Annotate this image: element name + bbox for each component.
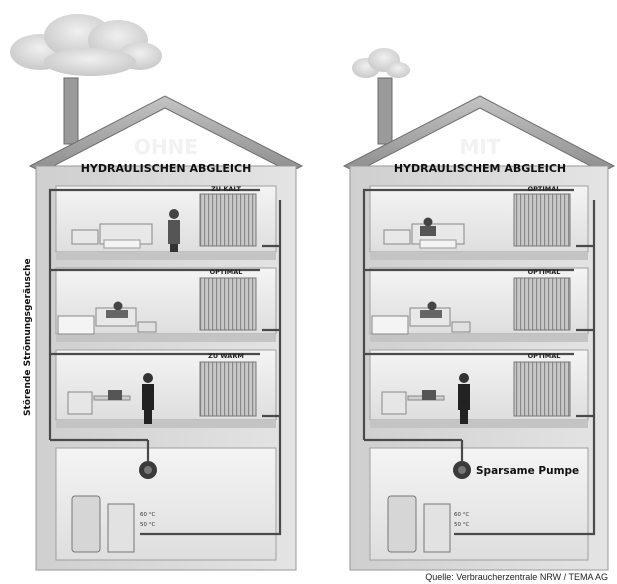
radiator [200,362,256,416]
boiler [424,504,450,552]
smoke-cloud-large [10,14,162,76]
chimney [64,78,78,144]
label-floor-3: OPTIMAL [528,352,561,360]
title-without: OHNE [134,135,198,159]
pump-icon [453,461,471,479]
temp-return: 50 °C [454,522,469,528]
label-floor-3: ZU WARM [208,352,244,360]
floor-2 [56,268,276,342]
label-floor-1: OPTIMAL [528,185,561,193]
floor-1 [370,186,588,260]
radiator [514,362,570,416]
radiator [514,278,570,330]
floor-2 [370,268,588,342]
subtitle-without: HYDRAULISCHEN ABGLEICH [81,162,252,175]
temp-return: 50 °C [140,522,155,528]
source-credit: Quelle: Verbraucherzentrale NRW / TEMA A… [425,572,608,582]
radiator [200,278,256,330]
label-floor-1: ZU KALT [211,185,241,193]
temp-supply: 60 °C [140,512,155,518]
water-tank [72,496,100,552]
label-floor-2: OPTIMAL [210,268,243,276]
basement [56,448,276,560]
subtitle-with: HYDRAULISCHEM ABGLEICH [394,162,566,175]
chimney [378,78,392,144]
house-with-balancing: MIT HYDRAULISCHEM ABGLEICH OPTIMAL OPTIM… [344,48,614,570]
floor-3 [56,350,276,428]
floor-1 [56,186,276,260]
pump-icon [139,461,157,479]
boiler [108,504,134,552]
radiator [200,194,256,246]
pump-label: Sparsame Pumpe [476,465,579,477]
smoke-cloud-small [352,48,410,78]
label-floor-2: OPTIMAL [528,268,561,276]
house-without-balancing: OHNE HYDRAULISCHEN ABGLEICH ZU KALT OPTI… [10,14,302,570]
side-label-flow-noise: Störende Strömungsgeräusche [23,258,33,416]
title-with: MIT [460,135,501,159]
temp-supply: 60 °C [454,512,469,518]
floor-3 [370,350,588,428]
radiator [514,194,570,246]
water-tank [388,496,416,552]
